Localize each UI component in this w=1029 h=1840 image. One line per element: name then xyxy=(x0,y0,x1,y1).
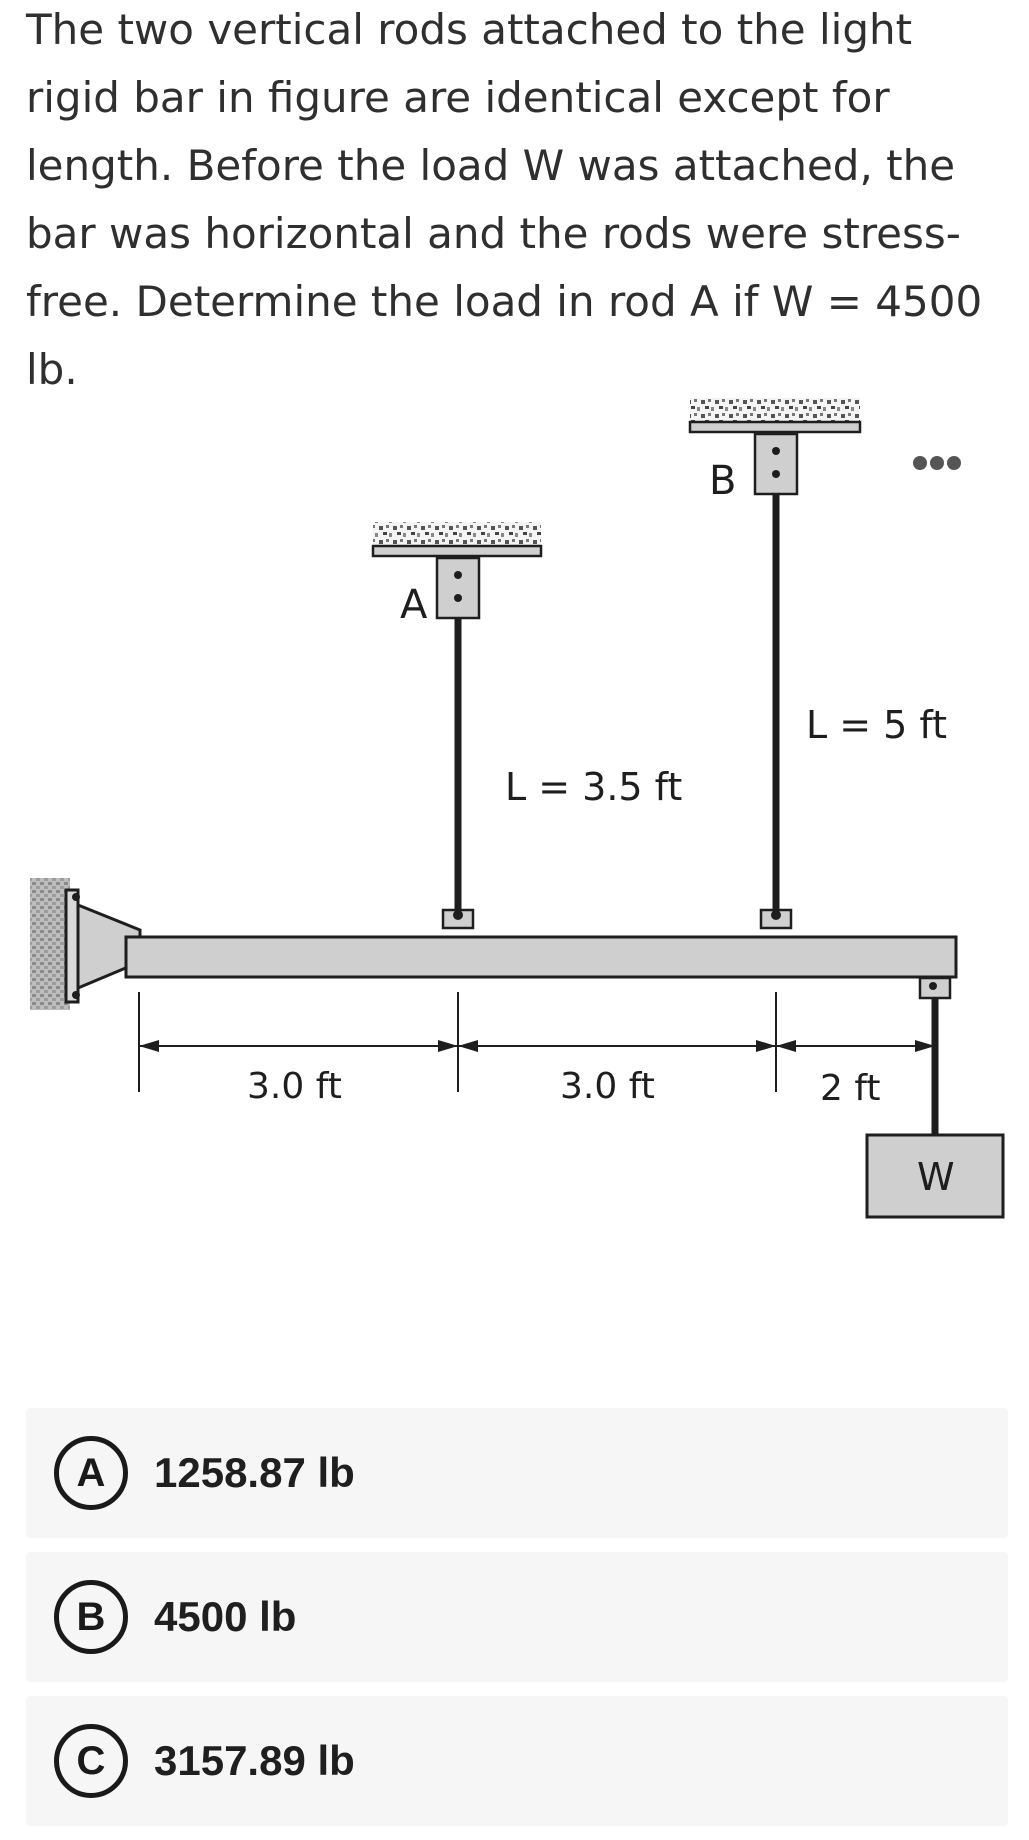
answer-options: A 1258.87 lb B 4500 lb C 3157.89 lb xyxy=(26,1408,1008,1840)
dimension-lines xyxy=(138,992,935,1092)
option-a-letter: A xyxy=(54,1436,128,1510)
option-c-text: 3157.89 lb xyxy=(154,1737,355,1784)
ceiling-a xyxy=(371,522,543,558)
option-a-text: 1258.87 lb xyxy=(154,1449,355,1496)
more-horizontal-icon[interactable] xyxy=(900,448,972,478)
option-b[interactable]: B 4500 lb xyxy=(26,1552,1008,1682)
option-b-text: 4500 lb xyxy=(154,1593,297,1640)
option-c-letter: C xyxy=(54,1724,128,1798)
dimension-label-2: 3.0 ft xyxy=(560,1066,655,1107)
rod-b-length: L = 5 ft xyxy=(806,703,947,747)
load-label: W xyxy=(917,1155,955,1199)
option-c[interactable]: C 3157.89 lb xyxy=(26,1696,1008,1826)
dimension-label-1: 3.0 ft xyxy=(247,1066,342,1107)
rigid-bar xyxy=(124,935,958,979)
load-w xyxy=(865,976,1005,1219)
rod-b xyxy=(753,432,799,930)
ceiling-b xyxy=(688,398,862,434)
rod-a-length: L = 3.5 ft xyxy=(505,765,682,809)
rod-a xyxy=(435,556,481,930)
question-text: The two vertical rods attached to the li… xyxy=(26,5,983,394)
problem-figure: A B L = 3.5 ft L = 5 ft 3.0 ft 3.0 ft 2 … xyxy=(0,370,1029,1240)
dimension-label-3: 2 ft xyxy=(820,1068,881,1109)
rod-a-label: A xyxy=(400,582,428,628)
option-a[interactable]: A 1258.87 lb xyxy=(26,1408,1008,1538)
option-b-letter: B xyxy=(54,1580,128,1654)
rod-b-label: B xyxy=(709,458,736,504)
